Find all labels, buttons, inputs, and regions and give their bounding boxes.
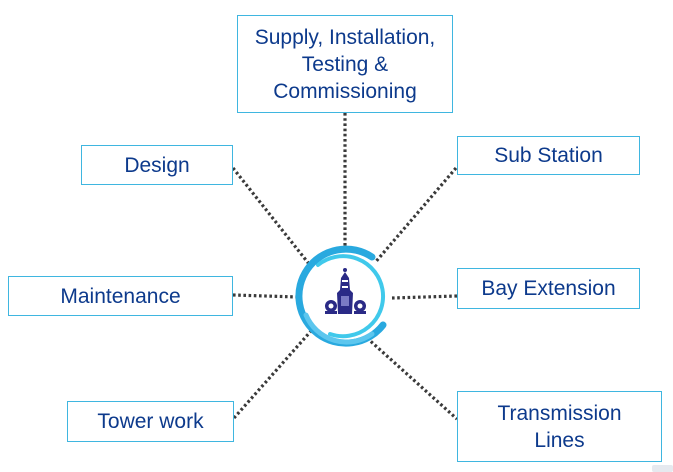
connector-design [231, 167, 315, 270]
connector-tower-work [232, 329, 313, 420]
node-label: Supply, Installation, Testing & Commissi… [254, 25, 436, 103]
node-design: Design [81, 145, 233, 185]
corner-artifact [652, 465, 673, 472]
connector-sub-station [371, 166, 458, 267]
node-supply-installation-testing-commissioning: Supply, Installation, Testing & Commissi… [237, 15, 453, 113]
node-bay-extension: Bay Extension [457, 268, 640, 309]
hub-ring-inner [316, 254, 386, 339]
node-maintenance: Maintenance [8, 276, 233, 316]
temple-emblem-icon [325, 268, 366, 314]
hub-ring-accent [303, 312, 375, 345]
node-label: Transmission Lines [497, 401, 622, 452]
node-sub-station: Sub Station [457, 136, 640, 175]
connector-bay-extension [391, 294, 458, 300]
connector-transmission-lines [365, 336, 459, 421]
node-transmission-lines: Transmission Lines [457, 391, 662, 462]
node-tower-work: Tower work [67, 401, 234, 442]
connector-maintenance [232, 293, 299, 299]
center-hub [295, 245, 391, 347]
